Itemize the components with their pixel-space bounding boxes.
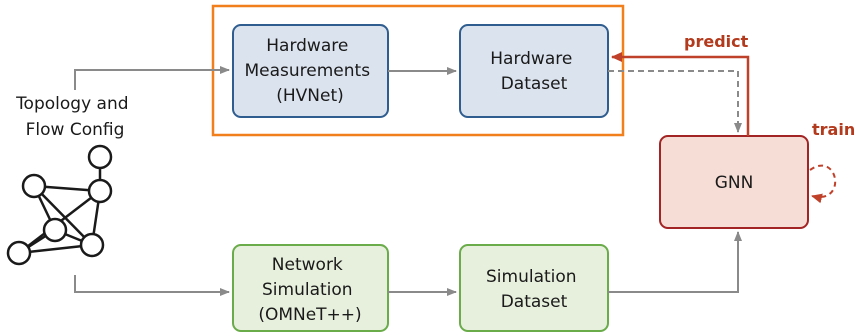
gnn-label: GNN [715,173,754,193]
gnn-box [659,135,809,229]
train-loop-arrow [809,164,837,204]
arrow-source-to-simulation [74,275,230,296]
network-simulation-box [232,244,389,332]
network-simulation-line2: Simulation [262,280,353,300]
svg-text:Simulation Dataset: Simulation Dataset [486,267,582,312]
hardware-measurements-line2: Measurements [245,61,371,81]
network-simulation-line1: Network [272,255,343,275]
hardware-dataset-box [459,24,609,118]
simulation-dataset-line1: Simulation [486,267,577,287]
train-label: train [812,120,855,139]
simulation-dataset-line2: Dataset [501,292,568,312]
source-line1: Topology and [15,94,128,114]
hardware-measurements-line1: Hardware [266,36,348,56]
arrow-simdataset-to-gnn [608,231,742,293]
svg-text:Network Simulation (OM: Network Simulation (OMNeT++) [258,255,361,325]
network-simulation-line3: (OMNeT++) [258,305,361,325]
arrow-source-to-hardware [74,66,230,90]
hardware-dataset-line1: Hardware [490,49,572,69]
predict-arrow [611,52,750,136]
svg-text:Hardware Dataset: Hardware Dataset [490,49,577,94]
topology-graph-icon [6,144,113,266]
hardware-measurements-line3: (HVNet) [276,86,344,106]
svg-text:Hardware Measurements: Hardware Measurements (HVNet) [245,36,376,106]
simulation-dataset-box [459,244,609,332]
hardware-dataset-line2: Dataset [501,74,568,94]
arrow-hwdataset-to-gnn-dashed [608,70,742,133]
predict-label: predict [684,32,749,51]
source-line2: Flow Config [26,120,125,140]
svg-text:Topology and Flow Config: Topology and Flow Config [15,94,134,140]
